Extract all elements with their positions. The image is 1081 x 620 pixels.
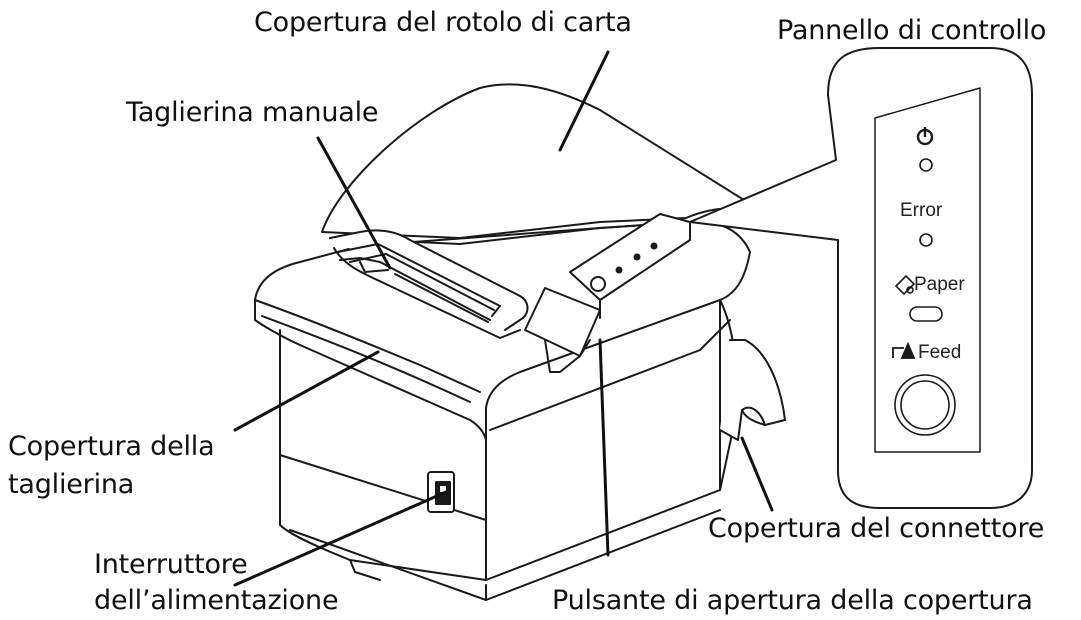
manual-cutter-shape — [329, 229, 529, 339]
feed-button — [894, 374, 956, 436]
label-cutter-cover-line2: taglierina — [8, 469, 135, 500]
label-cover-open-button: Pulsante di apertura della copertura — [552, 585, 1033, 616]
paper-roll-cover-shape — [321, 83, 761, 239]
label-manual-cutter: Taglierina manuale — [126, 97, 379, 128]
connector-cover-shape — [719, 339, 786, 441]
label-paper-roll-cover: Copertura del rotolo di carta — [254, 7, 632, 38]
label-connector-cover: Copertura del connettore — [708, 513, 1045, 544]
power-switch-shape — [427, 471, 455, 513]
panel-paper-label: Paper — [914, 274, 965, 295]
label-power-switch-line2: dell’alimentazione — [94, 585, 339, 616]
feed-arrow-icon — [892, 341, 916, 359]
label-control-panel: Pannello di controllo — [777, 15, 1047, 46]
power-icon — [916, 127, 934, 146]
paper-led — [909, 306, 943, 322]
label-cutter-cover-line1: Copertura della — [8, 431, 215, 462]
label-power-switch-line1: Interruttore — [94, 549, 248, 580]
printer-control-strip — [569, 213, 691, 319]
error-led — [919, 233, 933, 247]
panel-error-label: Error — [900, 200, 943, 221]
cover-open-button-shape — [524, 287, 601, 373]
paper-out-icon — [894, 274, 916, 296]
power-led — [919, 158, 933, 172]
panel-feed-label: Feed — [918, 342, 962, 363]
